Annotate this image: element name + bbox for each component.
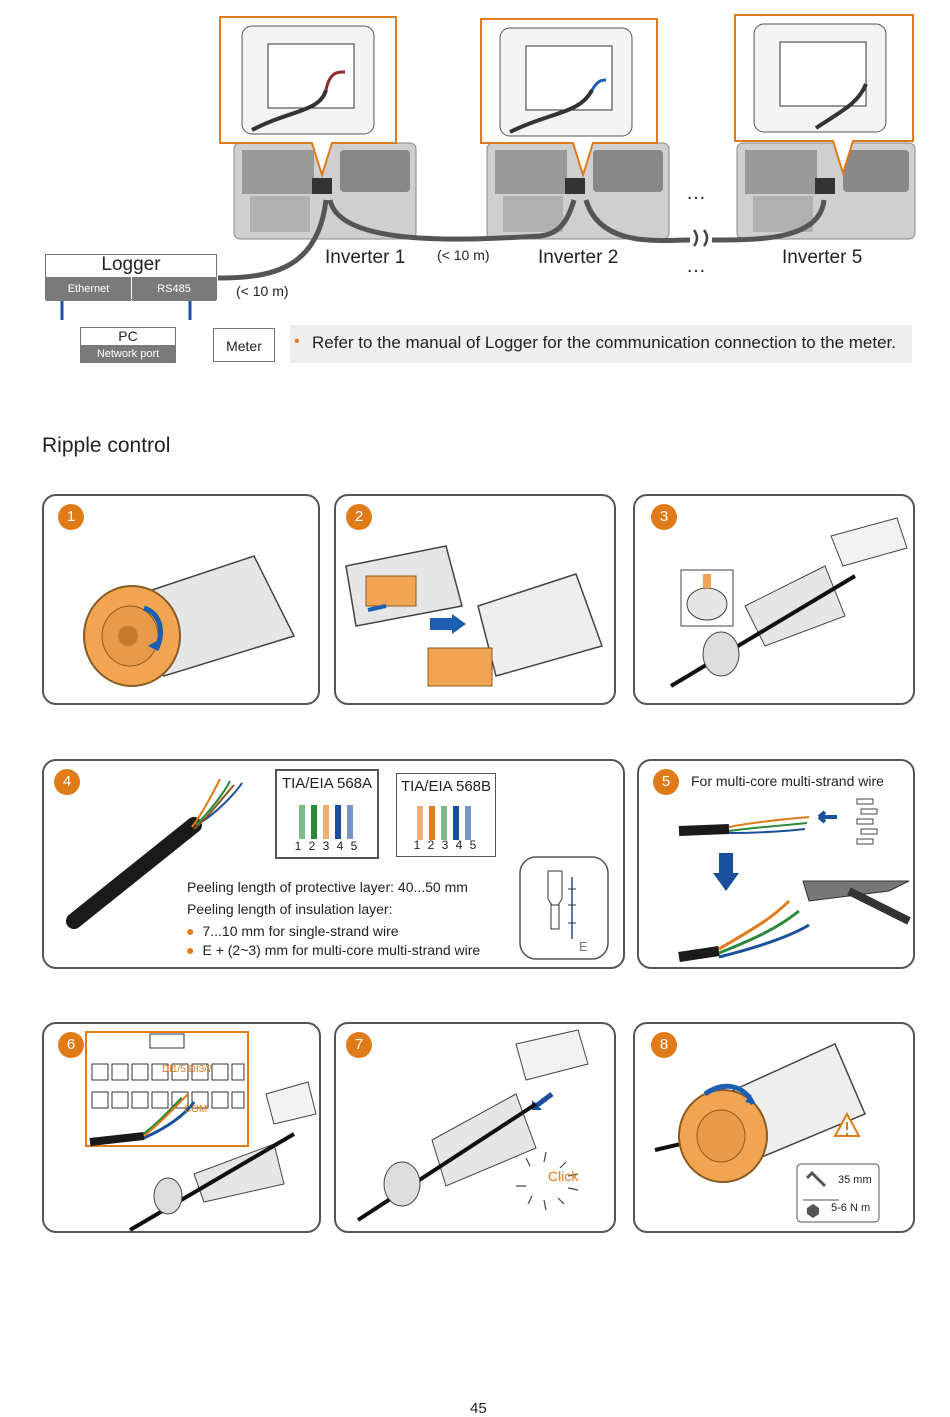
logger-title: Logger [101,254,161,275]
tighten-nut-illustration [654,1043,880,1223]
connector-rotate-illustration [83,555,296,687]
step-5-panel: 5 For multi-core multi-strand wire [637,759,915,969]
step-6-number: 6 [58,1032,84,1058]
logger-ethernet-port: Ethernet [46,277,131,301]
inverter-1-body [233,142,417,240]
logger-note: • Refer to the manual of Logger for the … [290,325,912,363]
step-4-number: 4 [54,769,80,795]
step-5-number: 5 [653,769,679,795]
pin-label-com: COM [184,1104,208,1115]
tia-568a-diagram: TIA/EIA 568A 1 2 3 4 5 [275,769,379,859]
cable-thread-illustration [669,517,908,688]
step-2-number: 2 [346,504,372,530]
bullet-multi-strand-text: E + (2~3) mm for multi-core multi-strand… [202,942,481,958]
pc-box: PC Network port [80,327,176,363]
inverter-5-callout [734,14,914,177]
inverter-5-label: Inverter 5 [782,247,863,268]
step-2-panel: 2 [334,494,616,705]
tia-568b-numbers: 1 2 3 4 5 [413,838,479,852]
inverter-1-label: Inverter 1 [325,247,406,268]
logger-box: Logger Ethernet RS485 [45,254,217,301]
step-7-panel: 7 Click [334,1022,616,1233]
wrench-size-label: 35 mm [838,1174,872,1186]
connector-click-illustration [356,1029,589,1222]
logger-rs485-port: RS485 [132,277,216,301]
click-label: Click [548,1168,579,1184]
inverter-2-label: Inverter 2 [538,247,619,268]
step-7-number: 7 [346,1032,372,1058]
peel-protective-text: Peeling length of protective layer: 40..… [187,879,468,895]
step-3-number: 3 [651,504,677,530]
bullet-single-strand-text: 7...10 mm for single-strand wire [202,923,399,939]
meter-line [188,300,192,320]
inverter-1-callout [219,16,397,179]
bullet-single-strand: ●7...10 mm for single-strand wire [186,923,399,939]
tia-568b-pinout [417,806,471,840]
pc-title: PC [118,328,138,344]
step-8-panel: 8 35 mm 5-6 N m [633,1022,915,1233]
inverter-2-body [486,142,670,240]
step-1-number: 1 [58,504,84,530]
cable-1-2 [327,199,577,242]
step-5-caption: For multi-core multi-strand wire [691,773,884,789]
cable-strip-illustration [66,778,609,960]
connector-disassemble-illustration [345,545,603,687]
tia-568b-diagram: TIA/EIA 568B 1 2 3 4 5 [396,773,496,857]
terminal-insert-illustration [85,1031,317,1231]
ferrule-e-label: E [579,939,588,954]
meter-box: Meter [213,328,275,362]
step-8-number: 8 [651,1032,677,1058]
pc-network-line [60,300,64,320]
step-6-panel: 6 DI1/5 DI3/7 COM [42,1022,321,1233]
pin-label-di: DI1/5 DI3/7 [162,1064,213,1075]
crimp-ferrule-illustration [678,798,911,962]
tia-568a-pinout [299,805,353,839]
step-1-panel: 1 [42,494,320,705]
distance-label: (< 10 m) [437,247,490,263]
logger-distance-label: (< 10 m) [236,283,289,299]
logger-cable [217,199,329,281]
ellipsis-top: … [686,182,706,204]
inverter-chain-diagram [60,14,916,320]
inverter-2-callout [480,18,658,179]
note-text: Refer to the manual of Logger for the co… [312,333,897,352]
tia-568a-numbers: 1 2 3 4 5 [294,839,360,853]
ellipsis-bottom: … [686,255,706,277]
tia-568a-title: TIA/EIA 568A [281,775,373,792]
tia-568b-title: TIA/EIA 568B [400,778,492,795]
bullet-multi-strand: ●E + (2~3) mm for multi-core multi-stran… [186,942,481,958]
step-4-panel: 4 TIA/EIA 568A 1 2 3 4 5 TIA/EIA 568B [42,759,625,969]
note-bullet: • [294,333,300,350]
cable-2-5 [583,199,691,243]
section-title: Ripple control [42,434,171,457]
page-number: 45 [470,1400,487,1417]
torque-label: 5-6 N m [831,1202,871,1214]
step-3-panel: 3 [633,494,915,705]
inverter-5-body [736,142,916,240]
pc-network-port: Network port [81,345,175,363]
peel-insulation-text: Peeling length of insulation layer: [187,901,393,917]
